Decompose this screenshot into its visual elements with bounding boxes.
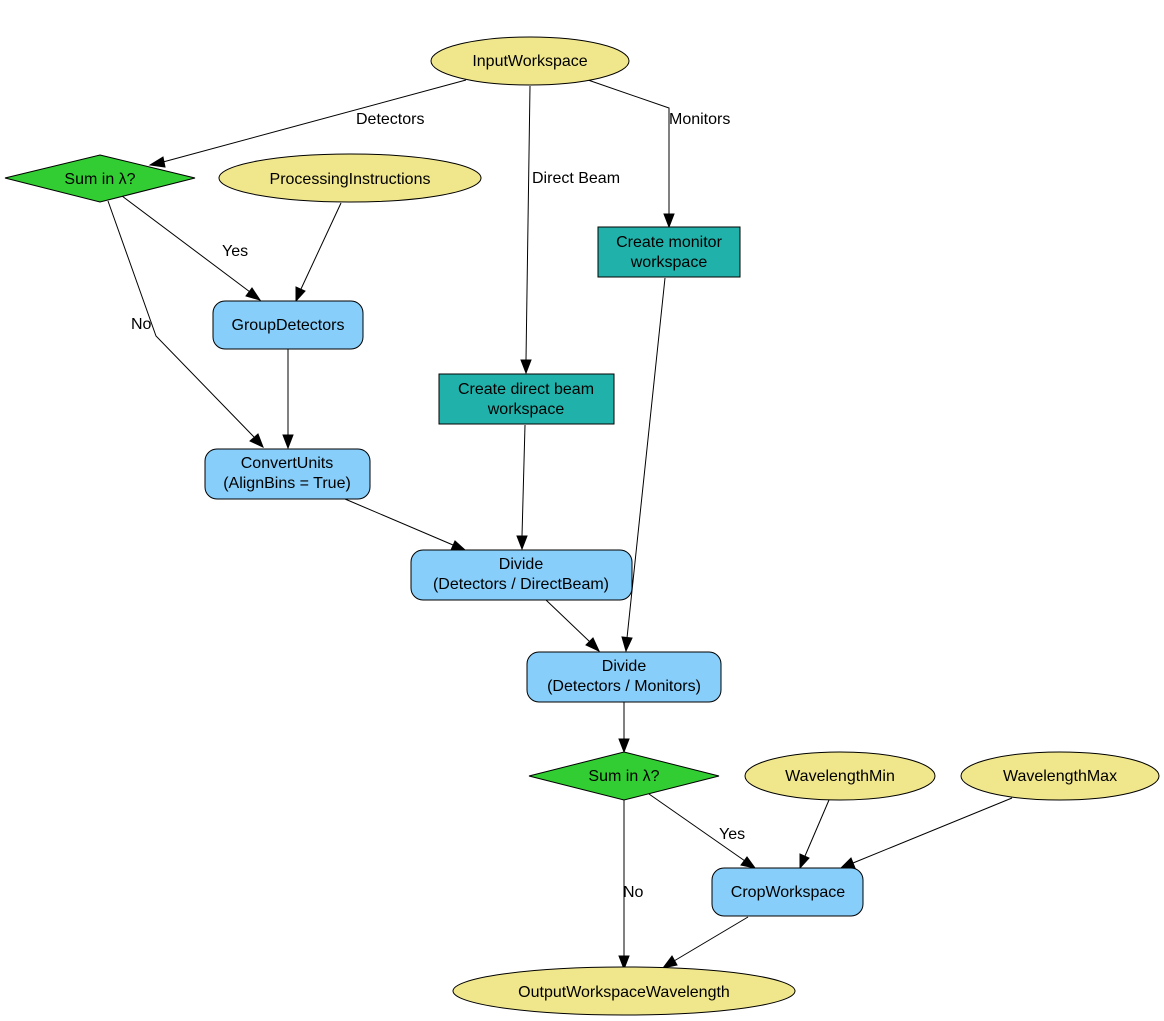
edge-input-to-monitor <box>587 79 670 214</box>
node-label: workspace <box>630 254 708 271</box>
arrowhead <box>839 857 856 869</box>
node-convert-units: ConvertUnits (AlignBins = True) <box>204 448 371 500</box>
edges <box>107 79 1013 971</box>
edge-crop-to-output <box>673 916 749 962</box>
edge-label-no: No <box>623 884 644 901</box>
arrowhead <box>799 853 810 870</box>
arrowhead <box>450 540 467 551</box>
ellipse-shape <box>452 966 796 1016</box>
node-label: InputWorkspace <box>472 53 587 70</box>
node-output-workspace-wavelength: OutputWorkspaceWavelength <box>452 966 796 1016</box>
edge-sum-to-group-detectors <box>121 195 251 293</box>
node-create-direct-beam-workspace: Create direct beam workspace <box>438 373 615 425</box>
arrowhead <box>663 213 675 229</box>
node-label: Sum in λ? <box>64 171 135 188</box>
node-label: Divide <box>602 658 647 675</box>
node-label: Divide <box>499 556 544 573</box>
arrowhead <box>282 434 294 450</box>
edge-sum-to-convert-units <box>107 200 255 438</box>
node-label: ConvertUnits <box>241 455 333 472</box>
node-divide-direct-beam: Divide (Detectors / DirectBeam) <box>410 549 633 601</box>
node-label: OutputWorkspaceWavelength <box>518 984 730 1001</box>
edge-label-monitors: Monitors <box>669 111 730 128</box>
node-label: (AlignBins = True) <box>223 475 351 492</box>
node-input-workspace: InputWorkspace <box>430 36 630 86</box>
arrowhead <box>740 856 757 869</box>
node-label: WavelengthMin <box>785 768 895 785</box>
edge-label-direct-beam: Direct Beam <box>532 170 620 187</box>
arrowhead <box>585 637 601 653</box>
edge-direct-beam-to-divide <box>521 424 526 537</box>
edge-wlmax-to-crop <box>852 797 1013 864</box>
arrowhead <box>661 955 678 969</box>
rounded-rect-shape <box>526 651 722 703</box>
ellipse-shape <box>430 36 630 86</box>
node-label: GroupDetectors <box>232 317 345 334</box>
rounded-rect-shape <box>711 867 864 917</box>
edge-label-yes: Yes <box>719 826 745 843</box>
node-label: ProcessingInstructions <box>270 171 431 188</box>
node-sum-in-lambda-decision-2: Sum in λ? <box>528 751 720 801</box>
rounded-rect-shape <box>410 549 633 601</box>
ellipse-shape <box>744 751 936 801</box>
arrowhead <box>295 286 306 303</box>
arrowhead <box>618 955 630 971</box>
node-divide-monitors: Divide (Detectors / Monitors) <box>526 651 722 703</box>
ellipse-shape <box>218 153 482 203</box>
node-label: (Detectors / DirectBeam) <box>433 576 609 593</box>
node-create-monitor-workspace: Create monitor workspace <box>597 226 741 278</box>
node-label: workspace <box>487 401 565 418</box>
edge-divide-to-divide <box>545 599 591 643</box>
arrowhead <box>516 535 528 551</box>
edge-convert-units-to-divide <box>344 498 454 546</box>
edge-input-to-sum-lambda <box>162 79 467 163</box>
node-label: (Detectors / Monitors) <box>547 678 701 695</box>
node-group-detectors: GroupDetectors <box>212 300 364 350</box>
rect-shape <box>597 226 741 278</box>
ellipse-shape <box>960 751 1160 801</box>
rounded-rect-shape <box>212 300 364 350</box>
node-label: Create direct beam <box>458 381 594 398</box>
nodes: InputWorkspace Sum in λ? ProcessingInstr… <box>4 36 1160 1016</box>
node-processing-instructions: ProcessingInstructions <box>218 153 482 203</box>
diamond-shape <box>528 751 720 801</box>
node-sum-in-lambda-decision: Sum in λ? <box>4 154 196 203</box>
node-crop-workspace: CropWorkspace <box>711 867 864 917</box>
arrowhead <box>148 156 166 168</box>
node-label: Create monitor <box>616 234 722 251</box>
edge-label-detectors: Detectors <box>356 111 424 128</box>
edge-wlmin-to-crop <box>804 799 830 857</box>
arrowhead <box>618 738 630 754</box>
edge-monitor-to-divide <box>626 277 666 639</box>
node-wavelength-max: WavelengthMax <box>960 751 1160 801</box>
edge-sum2-to-crop <box>648 793 746 862</box>
edge-label-yes: Yes <box>222 243 248 260</box>
node-label: Sum in λ? <box>588 768 659 785</box>
edge-instructions-to-group-detectors <box>300 202 342 290</box>
node-label: WavelengthMax <box>1003 768 1117 785</box>
diamond-shape <box>4 154 196 203</box>
arrowhead <box>621 636 633 653</box>
arrowhead <box>520 359 532 375</box>
arrowhead <box>245 287 262 301</box>
node-label: CropWorkspace <box>731 884 846 901</box>
rounded-rect-shape <box>204 448 371 500</box>
edge-input-to-direct-beam <box>525 85 531 361</box>
edge-label-no: No <box>131 316 152 333</box>
edge-labels: Detectors Direct Beam Monitors Yes No Ye… <box>131 111 745 901</box>
arrowhead <box>249 433 264 448</box>
node-wavelength-min: WavelengthMin <box>744 751 936 801</box>
rect-shape <box>438 373 615 425</box>
